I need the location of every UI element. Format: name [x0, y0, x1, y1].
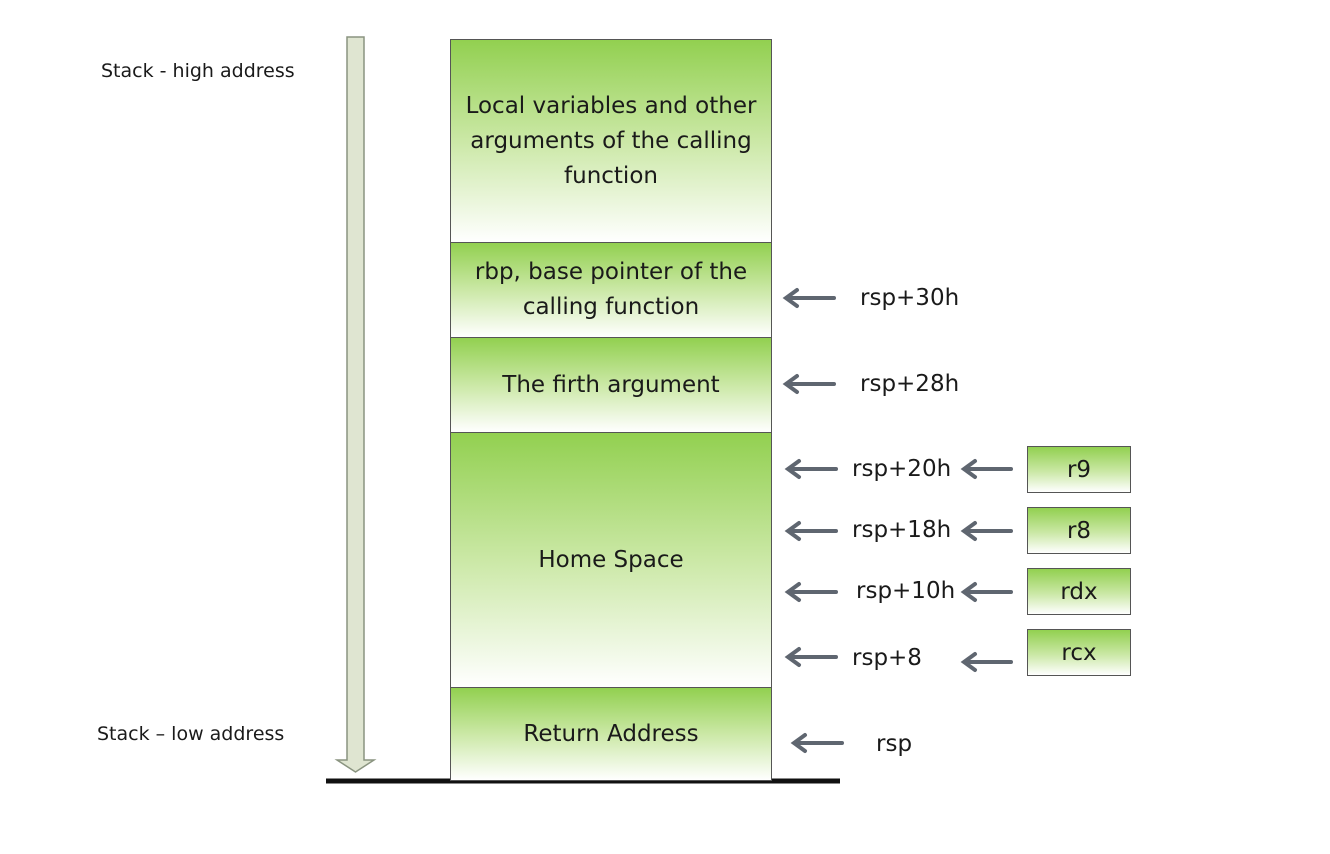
pointer-rsp-10h: rsp+10h — [856, 578, 956, 604]
low-address-label: Stack – low address — [97, 723, 285, 745]
pointer-rsp-18h: rsp+18h — [852, 517, 952, 543]
block-return-address: Return Address — [450, 687, 772, 781]
arrow-r9 — [960, 459, 1013, 479]
register-r9-text: r9 — [1066, 456, 1092, 483]
arrow-rdx — [960, 582, 1013, 602]
register-rcx: rcx — [1027, 629, 1131, 676]
arrow-r8 — [960, 521, 1013, 541]
pointer-rsp-30h: rsp+30h — [860, 285, 960, 311]
arrow-rsp-8 — [784, 647, 838, 667]
pointer-rsp-8: rsp+8 — [852, 645, 922, 671]
register-r9: r9 — [1027, 446, 1131, 493]
stack-direction-arrow — [334, 36, 377, 773]
block-return-address-text: Return Address — [523, 720, 699, 747]
block-local-variables: Local variables and other arguments of t… — [450, 39, 772, 243]
register-rdx: rdx — [1027, 568, 1131, 615]
pointer-rsp-28h: rsp+28h — [860, 371, 960, 397]
arrow-rsp-30h — [782, 288, 836, 308]
arrow-rsp-28h — [782, 374, 836, 394]
arrow-rcx — [960, 652, 1013, 672]
pointer-rsp: rsp — [876, 731, 913, 757]
block-home-space-text: Home Space — [538, 546, 684, 573]
block-fifth-argument: The firth argument — [450, 337, 772, 433]
block-fifth-argument-text: The firth argument — [502, 371, 720, 398]
high-address-label: Stack - high address — [101, 60, 295, 82]
block-base-pointer-text: rbp, base pointer of the calling functio… — [474, 259, 748, 320]
register-rdx-text: rdx — [1060, 578, 1098, 605]
pointer-rsp-20h: rsp+20h — [852, 456, 952, 482]
register-r8: r8 — [1027, 507, 1131, 554]
register-rcx-text: rcx — [1061, 639, 1097, 666]
arrow-rsp — [790, 733, 844, 753]
block-local-variables-text: Local variables and other arguments of t… — [465, 92, 757, 189]
arrow-rsp-10h — [784, 582, 838, 602]
arrow-rsp-18h — [784, 521, 838, 541]
block-home-space: Home Space — [450, 432, 772, 688]
block-base-pointer: rbp, base pointer of the calling functio… — [450, 242, 772, 338]
register-r8-text: r8 — [1066, 517, 1092, 544]
arrow-rsp-20h — [784, 459, 838, 479]
